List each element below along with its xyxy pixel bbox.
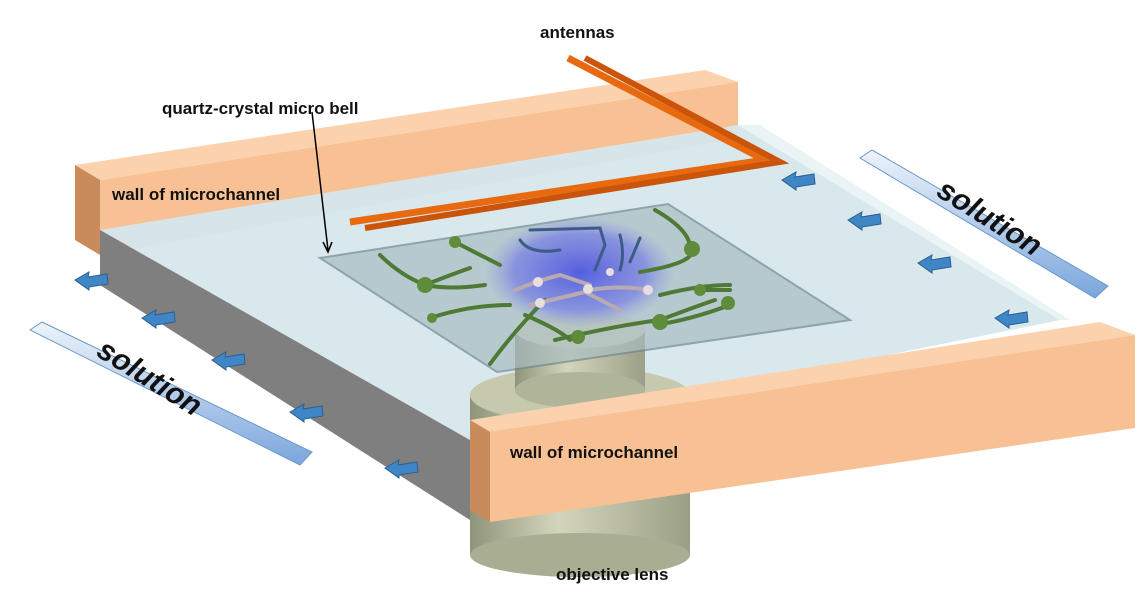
front-wall bbox=[470, 322, 1135, 522]
arrow-icon bbox=[781, 171, 816, 191]
front-wall-label: wall of microchannel bbox=[509, 443, 678, 462]
micro-bell-label: quartz-crystal micro bell bbox=[162, 99, 359, 118]
solution-label-left: solution bbox=[91, 333, 207, 423]
objective-lens-label: objective lens bbox=[556, 565, 668, 584]
arrow-icon bbox=[289, 403, 324, 423]
arrow-icon bbox=[994, 309, 1029, 329]
neuron-cell-bodies bbox=[417, 236, 735, 344]
arrow-icon bbox=[917, 254, 952, 274]
neurons bbox=[378, 208, 735, 366]
antennas bbox=[349, 54, 790, 231]
arrow-icon bbox=[211, 351, 246, 371]
fluorescence-glow bbox=[485, 217, 675, 327]
arrow-icon bbox=[384, 459, 419, 479]
arrow-icon bbox=[74, 271, 109, 291]
arrow-icon bbox=[847, 211, 882, 231]
antennas-label: antennas bbox=[540, 23, 615, 42]
arrow-icon bbox=[141, 309, 176, 329]
micro-bell-pointer bbox=[311, 111, 333, 254]
back-wall-label: wall of microchannel bbox=[111, 185, 280, 204]
flow-arrows bbox=[74, 171, 1029, 479]
